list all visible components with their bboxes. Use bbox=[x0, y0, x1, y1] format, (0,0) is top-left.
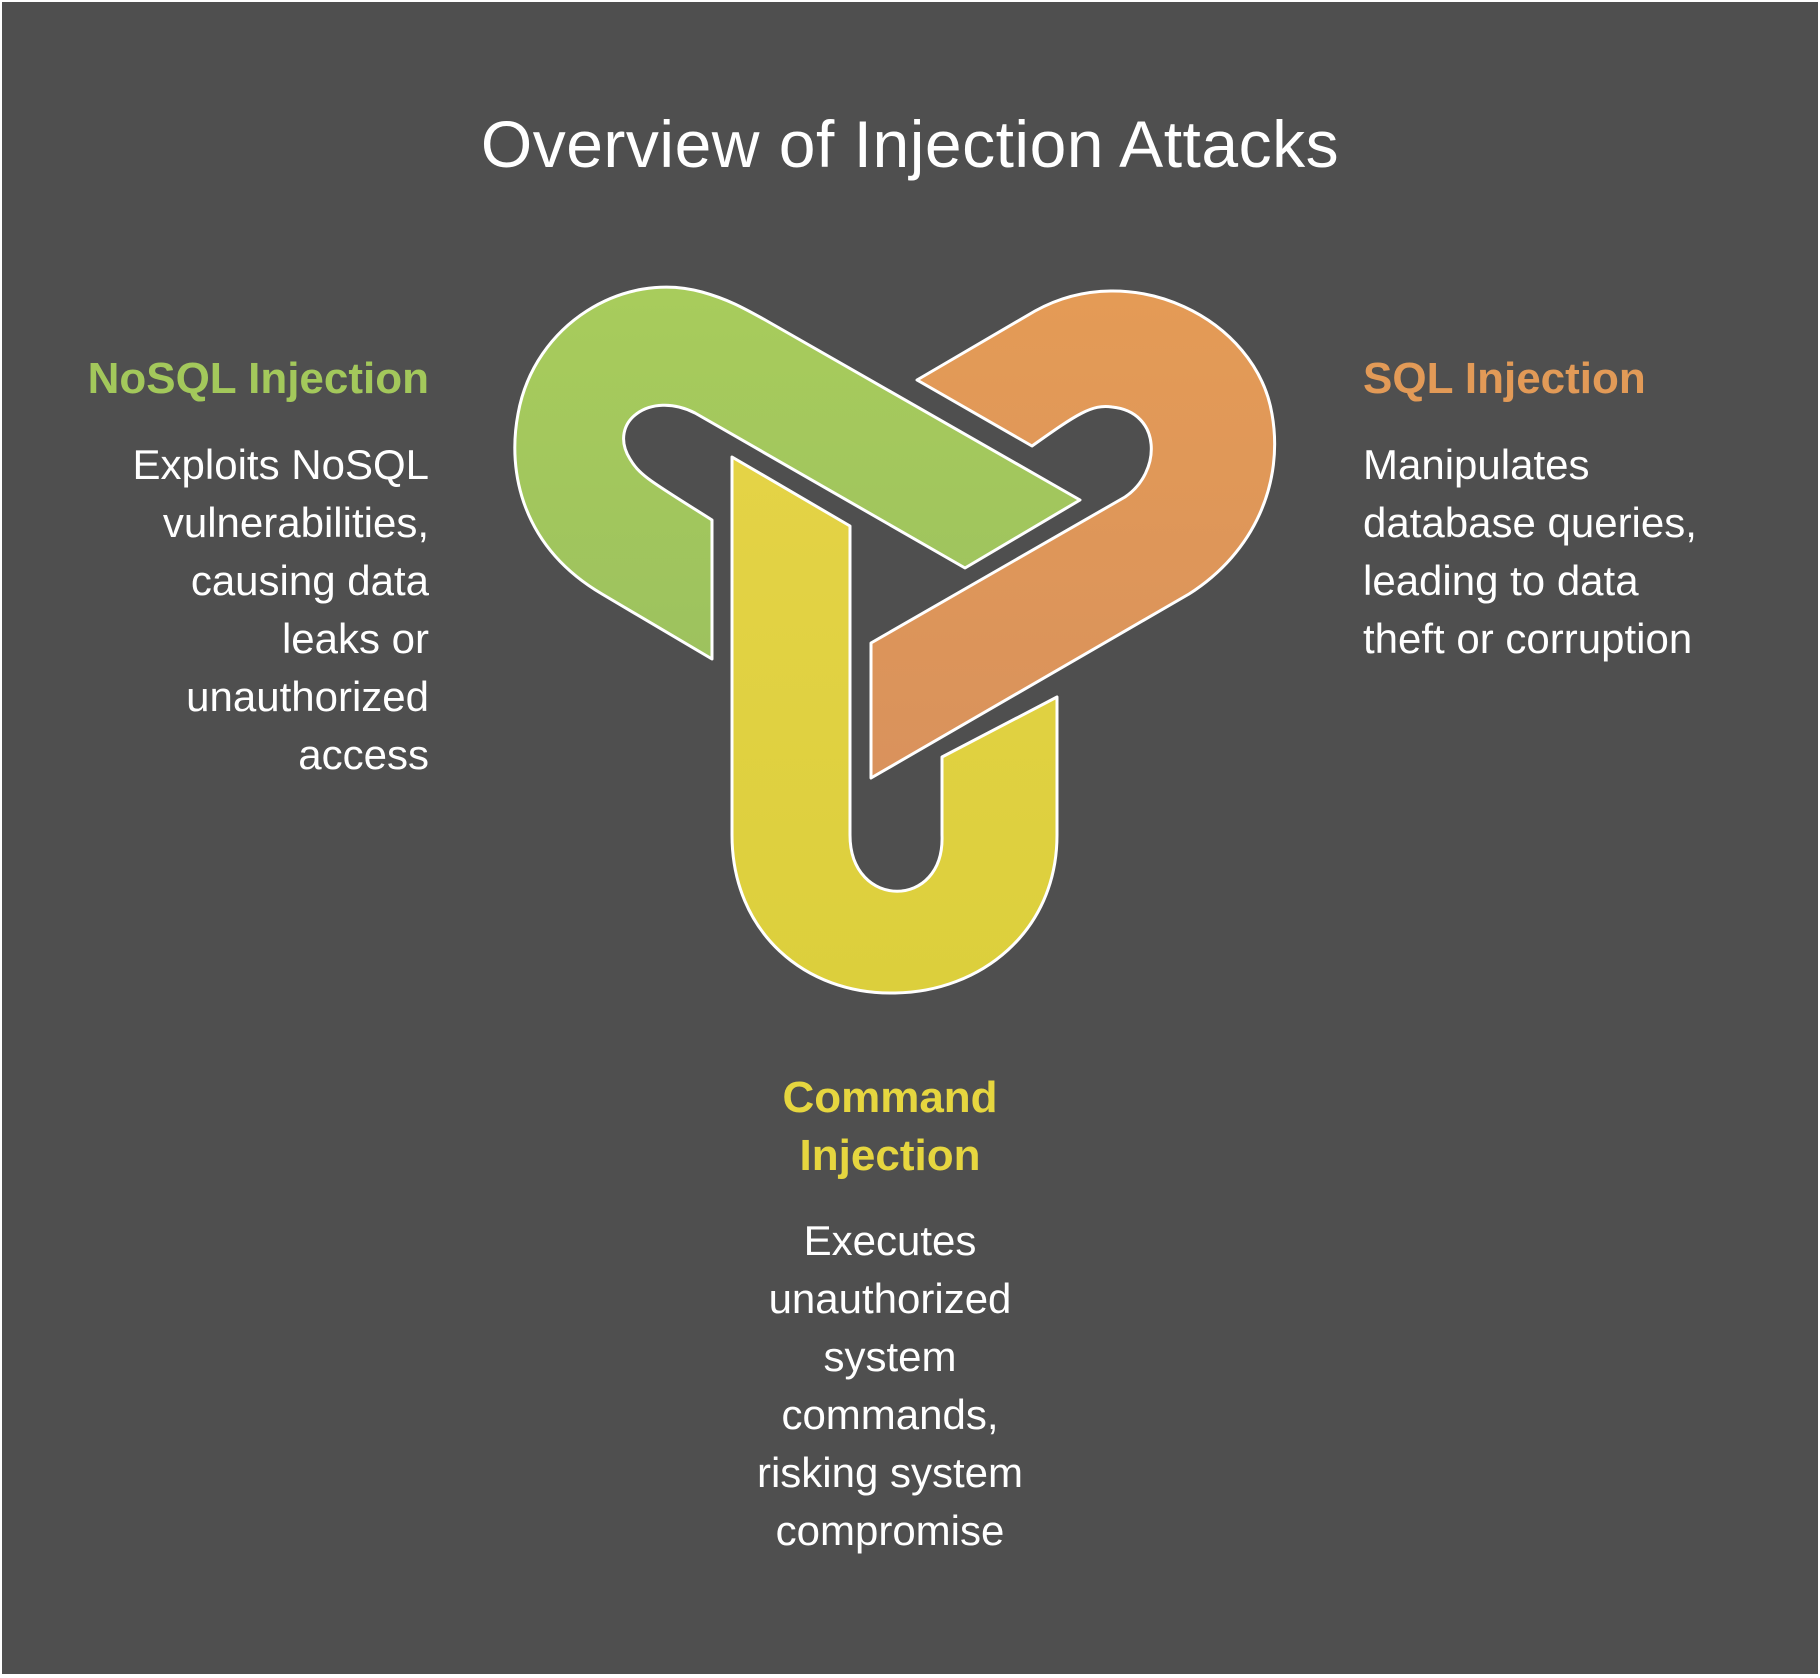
nosql-injection-heading: NoSQL Injection bbox=[87, 354, 429, 403]
nosql-description-line: access bbox=[298, 731, 429, 778]
sql-description-line: Manipulates bbox=[1363, 441, 1590, 488]
sql-injection-loop bbox=[869, 289, 1277, 780]
nosql-injection-loop bbox=[513, 285, 1082, 661]
command-description-line: commands, bbox=[781, 1391, 999, 1438]
sql-injection-description: Manipulates database queries, leading to… bbox=[1363, 436, 1783, 668]
command-description-line: risking system bbox=[756, 1449, 1024, 1496]
nosql-description-line: unauthorized bbox=[186, 673, 429, 720]
command-injection-heading: Command Injection bbox=[710, 1069, 1070, 1185]
nosql-injection-description: Exploits NoSQL vulnerabilities, causing … bbox=[49, 436, 429, 784]
nosql-description-line: leaks or bbox=[281, 615, 429, 662]
command-injection-description: Executes unauthorized system commands, r… bbox=[710, 1212, 1070, 1560]
sql-description-line: database queries, bbox=[1363, 499, 1697, 546]
command-description-line: compromise bbox=[775, 1507, 1005, 1554]
command-heading-line: Command bbox=[782, 1073, 998, 1122]
command-injection-loop bbox=[730, 455, 1059, 995]
command-description-line: system bbox=[823, 1333, 957, 1380]
nosql-description-line: Exploits NoSQL bbox=[132, 441, 429, 488]
sql-description-line: theft or corruption bbox=[1363, 615, 1693, 662]
diagram-title: Overview of Injection Attacks bbox=[480, 107, 1340, 181]
nosql-description-line: vulnerabilities, bbox=[162, 499, 429, 546]
command-description-line: Executes bbox=[803, 1217, 977, 1264]
nosql-description-line: causing data bbox=[190, 557, 429, 604]
command-heading-line: Injection bbox=[799, 1131, 981, 1180]
sql-description-line: leading to data bbox=[1363, 557, 1639, 604]
sql-injection-heading: SQL Injection bbox=[1363, 354, 1646, 403]
command-description-line: unauthorized bbox=[768, 1275, 1012, 1322]
